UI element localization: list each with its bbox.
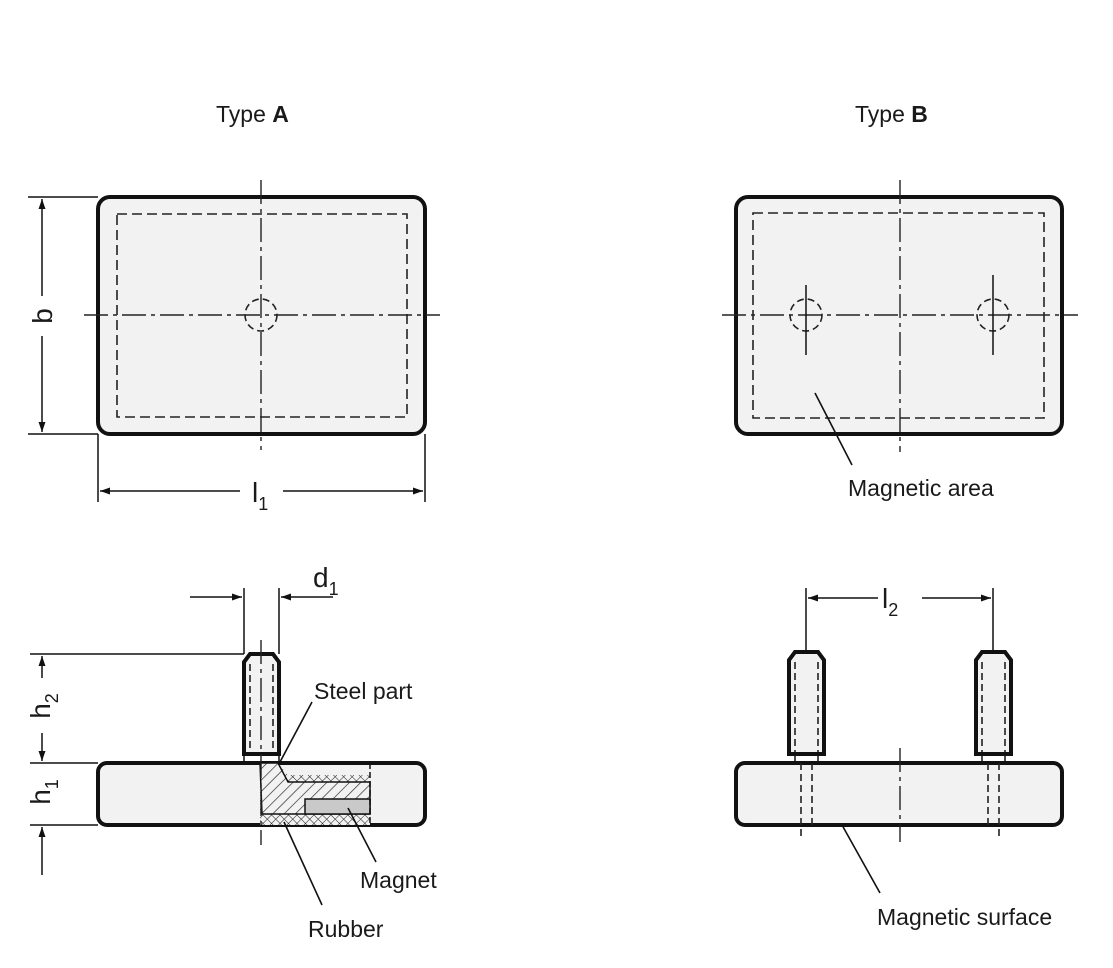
magnetic-area-leader bbox=[814, 392, 853, 466]
type-b-plate-outline bbox=[734, 195, 1064, 436]
dimension-b: b bbox=[27, 196, 98, 435]
type-b-base-plate bbox=[734, 761, 1064, 827]
dimension-l1-label: l1 bbox=[252, 477, 268, 514]
steel-part-leader bbox=[279, 701, 313, 763]
magnet-section bbox=[304, 798, 371, 815]
dimension-h2: h2 bbox=[25, 653, 244, 764]
dimension-l1: l1 bbox=[97, 434, 426, 514]
type-a-stud-hole bbox=[244, 298, 278, 332]
dimension-d1: d1 bbox=[190, 562, 339, 654]
type-a-side-view bbox=[96, 640, 427, 845]
dimension-h2-label: h2 bbox=[25, 693, 62, 719]
dimension-l2: l2 bbox=[805, 583, 994, 650]
magnetic-surface-label: Magnetic surface bbox=[877, 904, 1052, 930]
rubber-label: Rubber bbox=[308, 916, 384, 942]
type-b-threaded-stud-left bbox=[787, 650, 826, 756]
type-b-threaded-stud-right bbox=[974, 650, 1013, 756]
title-type-b: Type B bbox=[855, 101, 928, 127]
dimension-h1: h1 bbox=[25, 779, 98, 875]
dimension-l2-label: l2 bbox=[882, 583, 898, 620]
dimension-b-label: b bbox=[27, 308, 58, 324]
steel-part-label: Steel part bbox=[314, 678, 413, 704]
type-b-side-view bbox=[734, 650, 1064, 842]
magnet-label: Magnet bbox=[360, 867, 437, 893]
title-type-a: Type A bbox=[216, 101, 289, 127]
type-b-top-view bbox=[722, 180, 1078, 452]
dimension-h1-label: h1 bbox=[25, 779, 62, 805]
dimension-d1-label: d1 bbox=[313, 562, 339, 599]
magnet-leader bbox=[347, 807, 377, 863]
magnetic-area-label: Magnetic area bbox=[848, 475, 994, 501]
rubber-leader bbox=[283, 821, 323, 906]
type-a-top-view bbox=[84, 180, 440, 450]
magnetic-surface-leader bbox=[841, 824, 881, 894]
